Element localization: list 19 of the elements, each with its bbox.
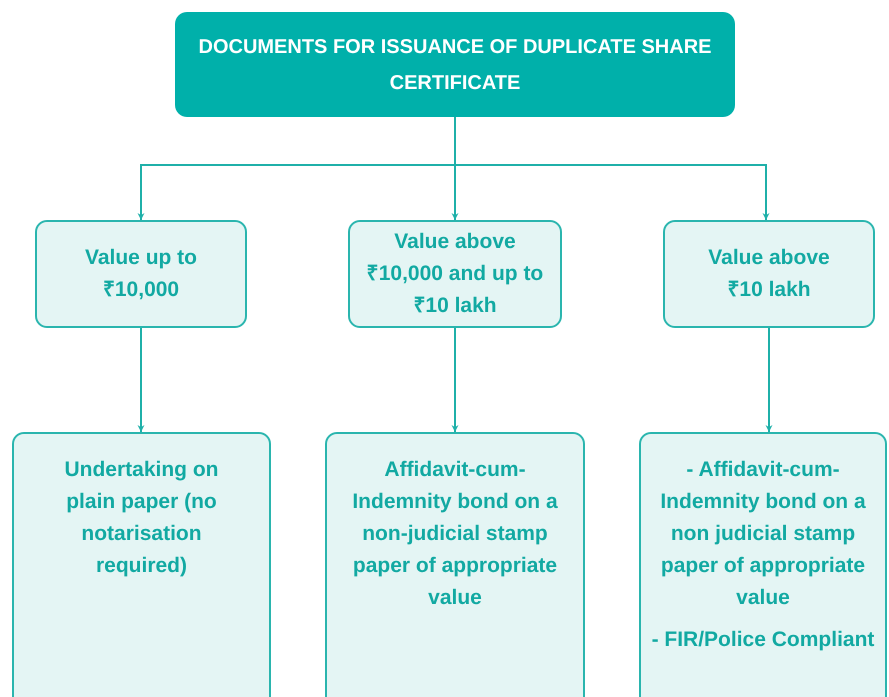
box-text: Value above ₹10 lakh: [707, 245, 831, 303]
arrow: [138, 328, 144, 432]
document-box: [639, 432, 887, 697]
document-box: [325, 432, 585, 697]
box-text: Value above ₹10,000 and up to ₹10 lakh: [366, 229, 544, 319]
value-range-box: [348, 220, 562, 328]
title-text: DOCUMENTS FOR ISSUANCE OF DUPLICATE SHARE CERTIFICATE: [198, 34, 712, 96]
box-text: - Affidavit-cum-Indemnity bond on a non judicial stamp paper of appropriate value: [659, 457, 867, 611]
box-text: Value up to ₹10,000: [84, 245, 198, 303]
value-range-box: [35, 220, 247, 328]
box-text: Affidavit-cum-Indemnity bond on a non-judicial stamp paper of appropriate value: [351, 457, 559, 611]
box-text: Undertaking on plain paper (no notarisation required): [63, 457, 220, 579]
title-box: [175, 12, 735, 117]
document-box: [12, 432, 271, 697]
box-text: - FIR/Police Compliant: [652, 627, 874, 653]
value-range-box: [663, 220, 875, 328]
arrow: [452, 328, 458, 432]
arrow: [766, 328, 772, 432]
arrow: [454, 117, 770, 220]
